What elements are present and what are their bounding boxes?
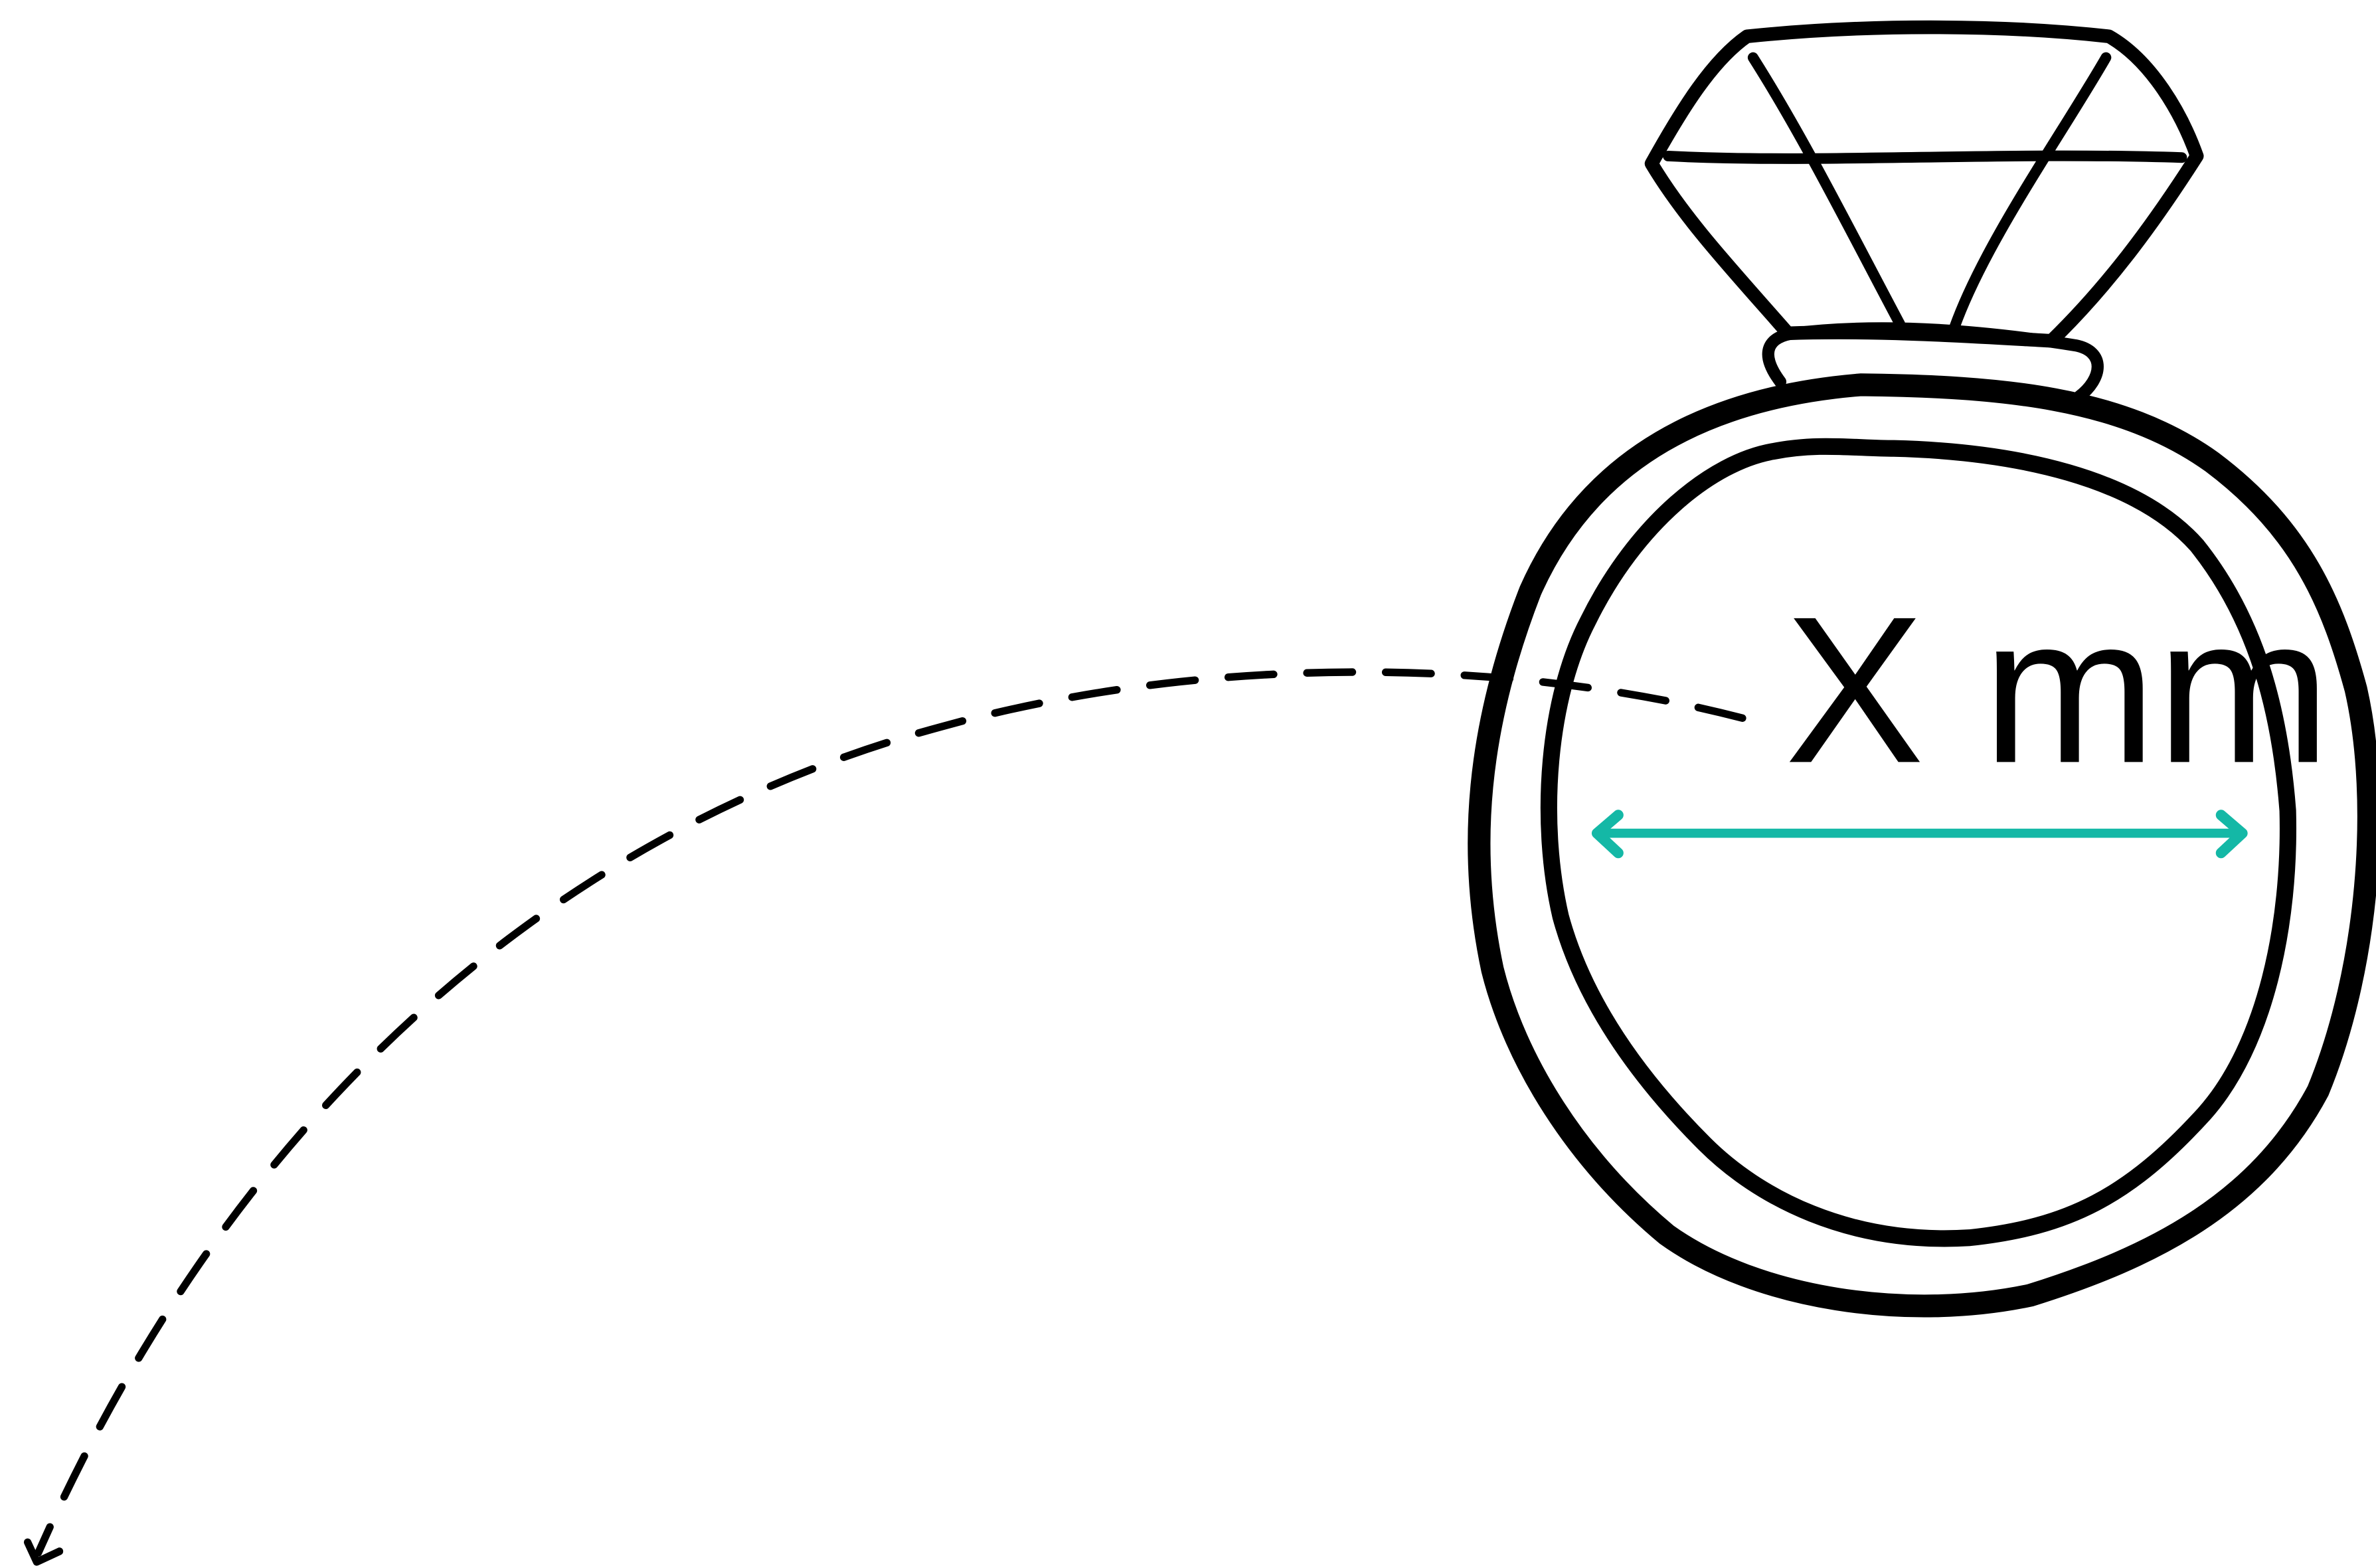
measurement-arrow-icon [1597,815,2243,853]
measurement-label: X mm [1785,572,2331,806]
gemstone-icon [1652,27,2197,341]
